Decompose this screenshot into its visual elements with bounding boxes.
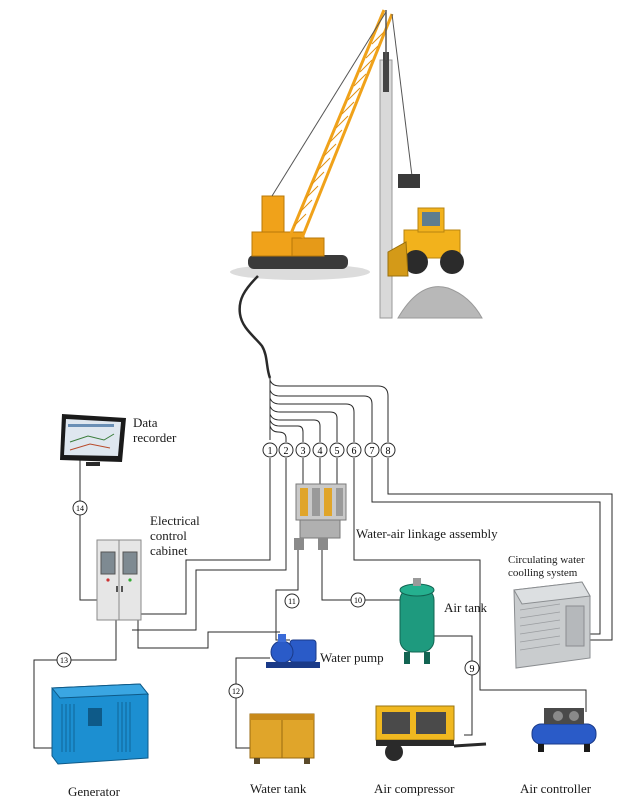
line-number-3: 3 [295,442,311,458]
circulating-water-label-line2: coolling system [508,567,578,579]
line-number-text-6: 6 [352,446,357,457]
electrical-cabinet-label: Electrical control cabinet [150,513,200,558]
line-number-text-3: 3 [301,446,306,457]
line-number-text-7: 7 [370,446,375,457]
line-number-6: 6 [346,442,362,458]
line-number-text-2: 2 [284,446,289,457]
line-number-12: 12 [228,683,244,699]
line-number-text-12: 12 [232,687,240,696]
line-number-text-4: 4 [318,446,323,457]
line-number-9: 9 [464,660,480,676]
water-pump-label: Water pump [320,650,384,665]
line-number-7: 7 [364,442,380,458]
electrical-cabinet-label-line2: control [150,528,187,543]
air-tank-image [399,578,435,664]
data-recorder-label-line2: recorder [133,430,177,445]
water-tank-image [249,713,315,764]
line-number-text-1: 1 [268,446,273,457]
air-controller-image [531,708,597,752]
line-number-1: 1 [262,442,278,458]
line-number-14: 14 [72,500,88,516]
air-tank-label: Air tank [444,600,487,615]
circulating-water-label: Circulating water coolling system [508,554,585,580]
line-number-13: 13 [56,652,72,668]
line-number-text-8: 8 [386,446,391,457]
electrical-cabinet-label-line1: Electrical [150,513,200,528]
line-number-text-13: 13 [60,656,68,665]
crane-image [230,9,483,319]
cooler-image [513,581,591,669]
water-tank-label: Water tank [250,781,307,796]
line-number-text-5: 5 [335,446,340,457]
line-number-10: 10 [350,592,366,608]
line-number-markers: 1 2 3 4 5 6 7 8 9 10 11 12 13 14 [56,442,480,699]
data-recorder-label-line1: Data [133,415,158,430]
data-recorder-label: Data recorder [133,415,176,445]
generator-label: Generator [68,784,120,799]
air-controller-label: Air controller [520,781,592,796]
line-number-4: 4 [312,442,328,458]
line-number-8: 8 [380,442,396,458]
line-number-text-10: 10 [354,596,362,605]
monitor-image [60,414,126,466]
air-compressor-label: Air compressor [374,781,455,796]
line-number-text-14: 14 [76,504,84,513]
pump-image [266,634,320,668]
line-number-11: 11 [284,593,300,609]
connection-lines [33,275,613,749]
valve-assembly-image [294,483,347,550]
line-number-2: 2 [278,442,294,458]
line-number-5: 5 [329,442,345,458]
line-number-text-9: 9 [470,664,475,675]
generator-image [50,683,150,765]
line-number-text-11: 11 [288,597,296,606]
circulating-water-label-line1: Circulating water [508,554,585,566]
compressor-image [375,705,487,761]
electrical-cabinet-label-line3: cabinet [150,543,188,558]
water-air-linkage-label: Water-air linkage assembly [356,526,498,541]
loader-image [387,207,464,277]
cabinet-image [96,539,142,621]
